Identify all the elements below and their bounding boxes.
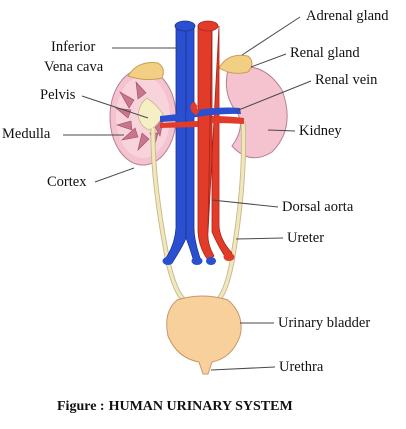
renal-vessels — [160, 101, 244, 128]
label-adrenal-gland: Adrenal gland — [306, 8, 389, 24]
label-urethra: Urethra — [279, 359, 324, 375]
figure-caption: Figure : HUMAN URINARY SYSTEM — [57, 399, 293, 414]
label-pelvis: Pelvis — [40, 87, 76, 103]
label-cortex: Cortex — [47, 174, 87, 190]
right-adrenal-gland — [218, 54, 253, 74]
label-renal-vein: Renal vein — [315, 72, 378, 88]
caption-title: HUMAN URINARY SYSTEM — [109, 399, 293, 414]
label-dorsal-aorta: Dorsal aorta — [282, 199, 354, 215]
left-kidney — [109, 68, 177, 166]
label-medulla: Medulla — [2, 126, 51, 142]
leader-lines — [63, 16, 312, 371]
renal-pelvis — [137, 97, 164, 131]
ureters — [150, 121, 247, 302]
label-kidney: Kidney — [299, 123, 342, 139]
label-vena-cava: Vena cava — [44, 59, 104, 75]
label-ureter: Ureter — [287, 230, 324, 246]
caption-prefix: Figure : — [57, 399, 105, 414]
inferior-vena-cava — [162, 20, 203, 265]
label-urinary-bladder: Urinary bladder — [278, 315, 370, 331]
urinary-bladder — [166, 295, 242, 375]
label-inferior: Inferior — [51, 39, 95, 55]
left-adrenal-gland — [127, 62, 164, 81]
labels: Adrenal gland Inferior Vena cava Renal g… — [2, 8, 389, 375]
label-renal-gland: Renal gland — [290, 45, 360, 61]
